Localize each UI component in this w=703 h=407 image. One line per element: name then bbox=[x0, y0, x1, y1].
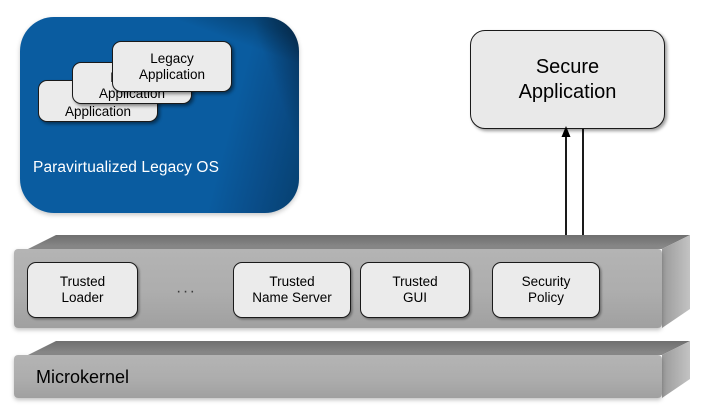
trusted-gui-box[interactable]: Trusted GUI bbox=[360, 262, 470, 318]
microkernel-slab-front: Microkernel bbox=[14, 355, 662, 398]
paravirtualized-legacy-os-label: Paravirtualized Legacy OS bbox=[33, 159, 220, 176]
trusted-gui-line1: Trusted bbox=[392, 273, 438, 289]
trusted-loader-box[interactable]: Trusted Loader bbox=[27, 262, 138, 318]
security-policy-box[interactable]: Security Policy bbox=[492, 262, 600, 318]
secure-application-line2: Application bbox=[518, 80, 617, 103]
microkernel-layer: Microkernel bbox=[14, 341, 690, 398]
secure-application-line1: Secure bbox=[535, 55, 600, 78]
security-policy-line1: Security bbox=[521, 273, 571, 289]
legacy-application-window-3[interactable]: Legacy Application bbox=[112, 41, 232, 92]
arrow-up-head bbox=[561, 126, 571, 137]
trusted-loader-line2: Loader bbox=[61, 290, 104, 305]
trusted-services-slab-3d bbox=[28, 235, 690, 328]
legacy-application-line2: Application bbox=[64, 104, 132, 119]
microkernel-slab-3d bbox=[28, 341, 690, 398]
trusted-loader-line1: Trusted bbox=[59, 273, 106, 289]
legacy-application-line2: Application bbox=[138, 67, 206, 82]
security-policy-line2: Policy bbox=[527, 290, 564, 305]
microkernel-label: Microkernel bbox=[36, 367, 130, 387]
secure-application-box[interactable]: Secure Application bbox=[470, 30, 665, 129]
services-ellipsis: ··· bbox=[176, 283, 197, 300]
legacy-application-line1: Legacy bbox=[150, 51, 194, 66]
trusted-gui-line2: GUI bbox=[402, 290, 427, 305]
trusted-name-server-line2: Name Server bbox=[252, 290, 332, 305]
trusted-name-server-box[interactable]: Trusted Name Server bbox=[233, 262, 351, 318]
trusted-name-server-line1: Trusted bbox=[269, 273, 315, 289]
